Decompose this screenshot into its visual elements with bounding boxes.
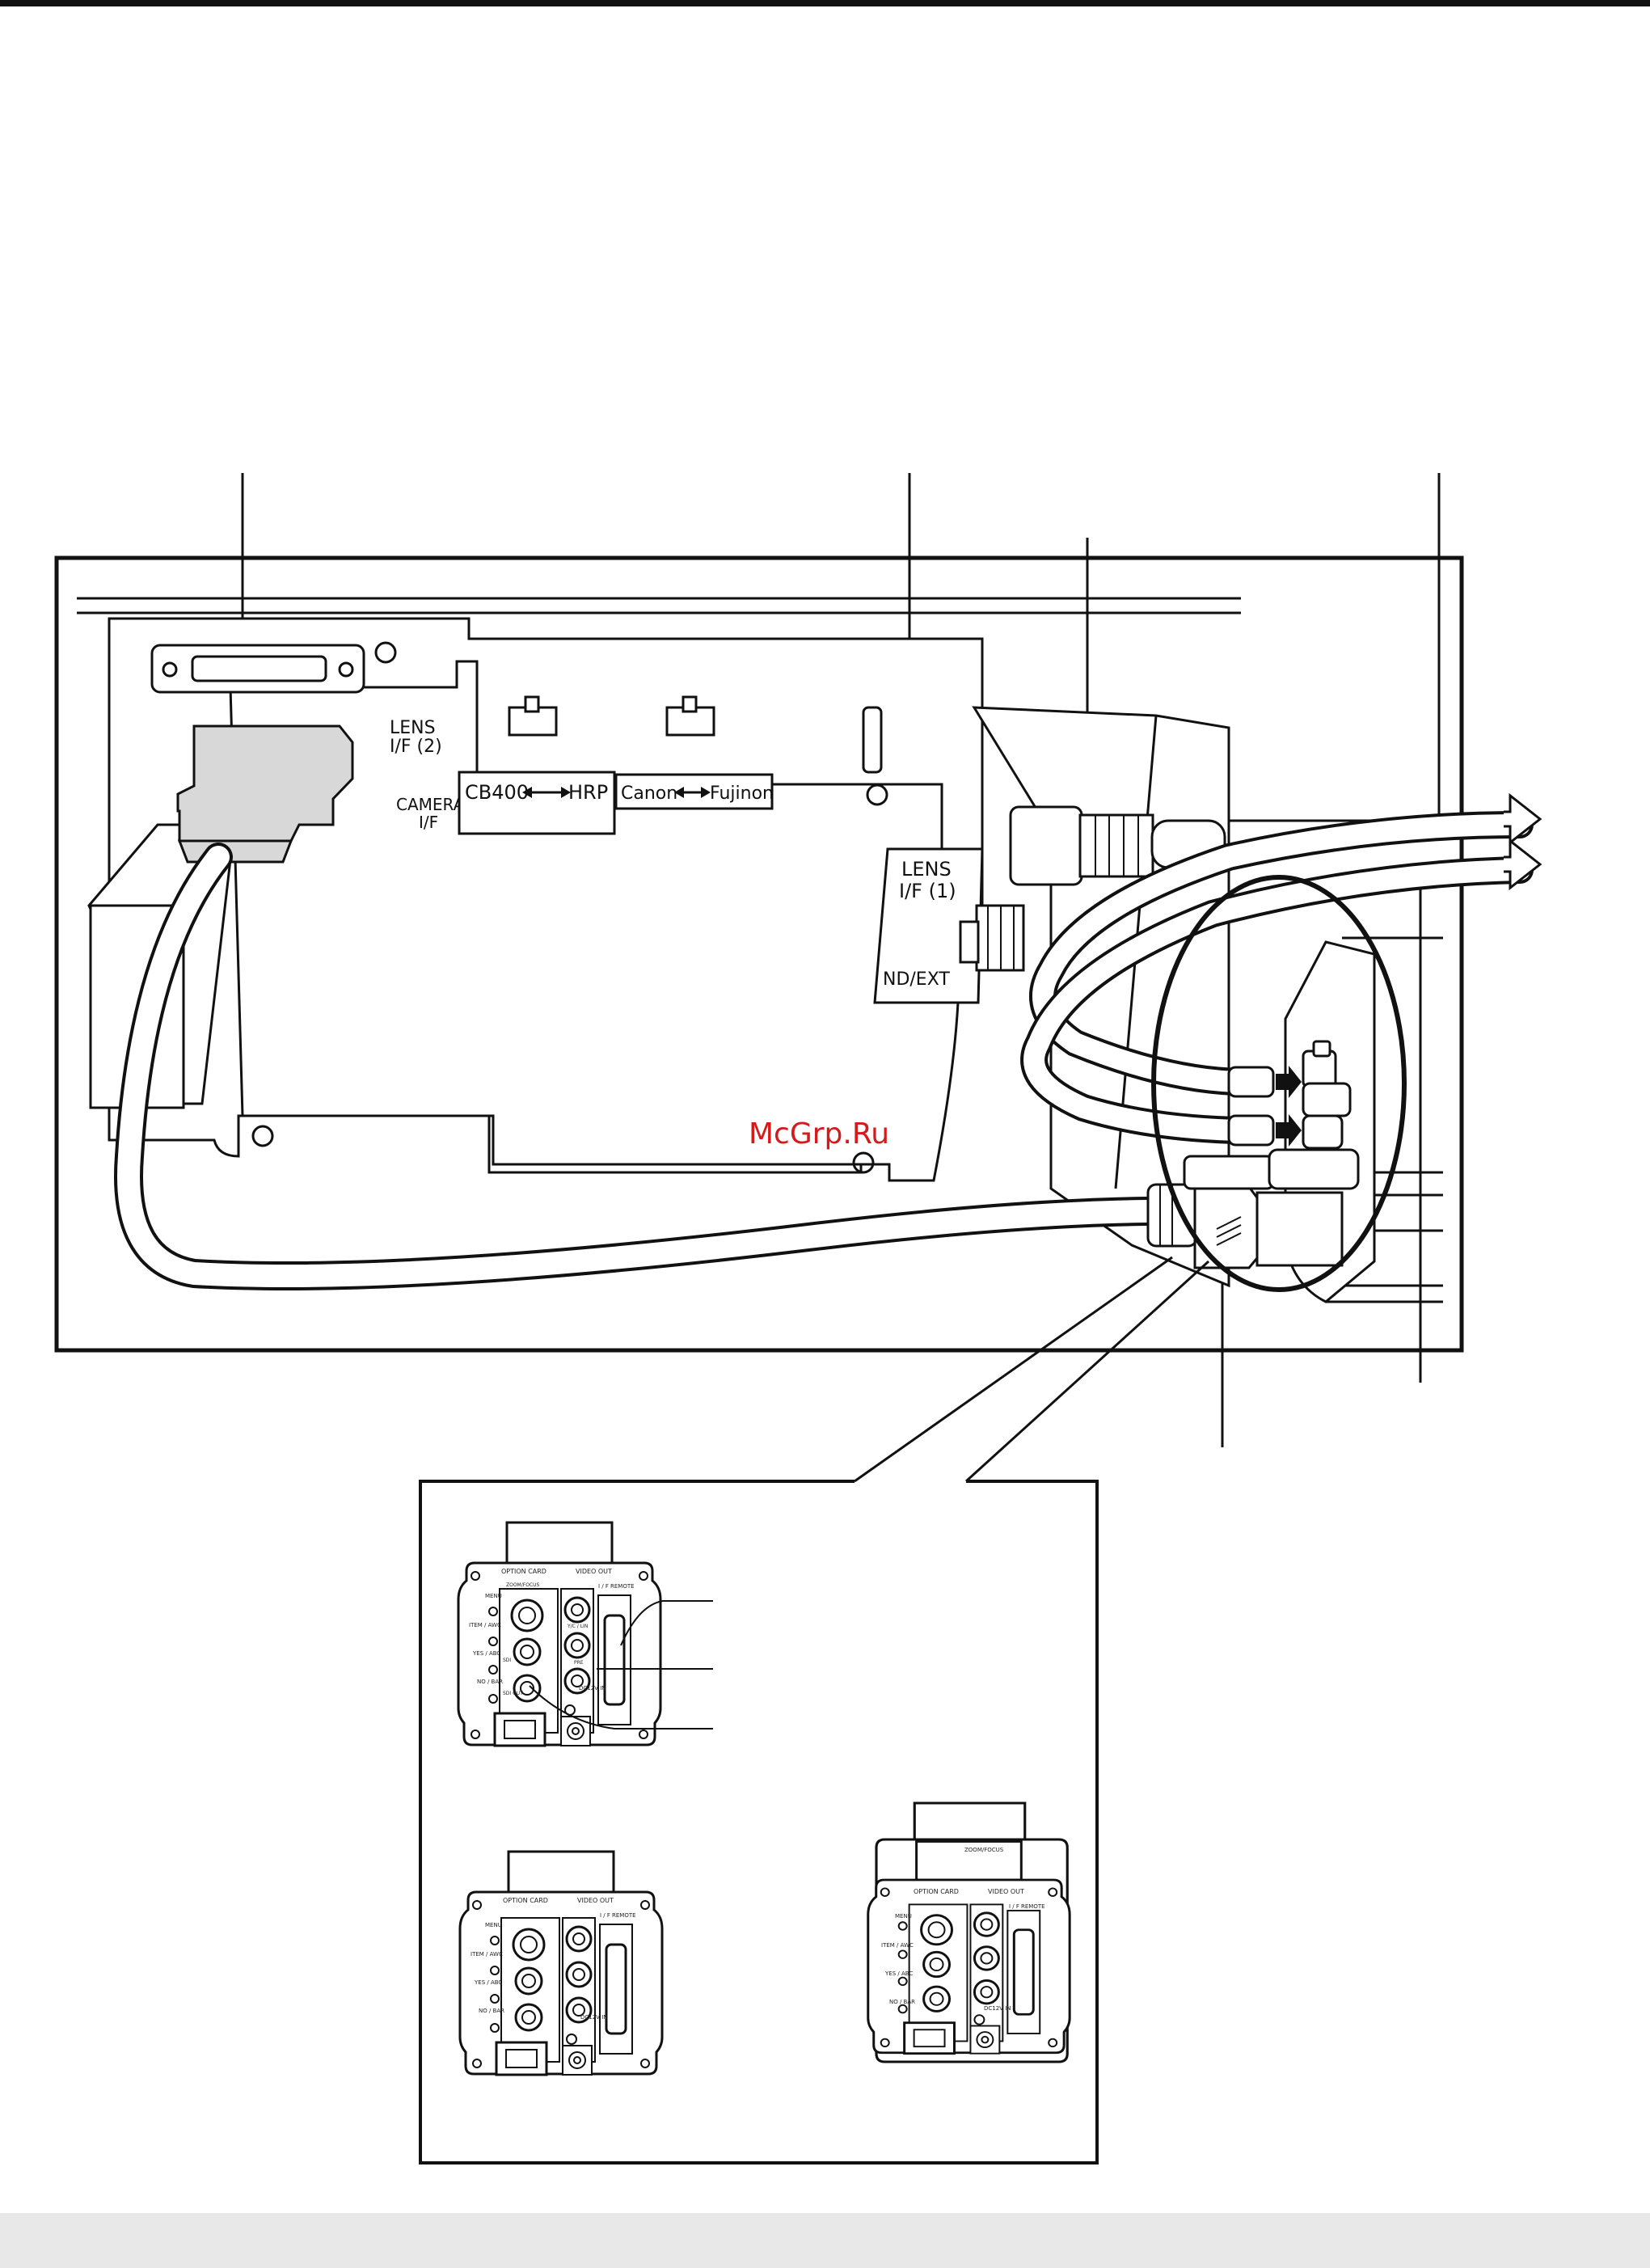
cam3-option-card: OPTION CARD <box>914 1888 959 1895</box>
switch-fujinon-label: Fujinon <box>710 783 774 804</box>
cam3-item-awc: ITEM / AWC <box>881 1942 914 1949</box>
cam2-yes-abc: YES / ABC <box>474 1979 502 1986</box>
cam2-option-card: OPTION CARD <box>503 1897 548 1904</box>
cam3-video-out: VIDEO OUT <box>988 1888 1024 1895</box>
cam2-video-out: VIDEO OUT <box>577 1897 614 1904</box>
detail-highlight-ellipse <box>1151 875 1407 1292</box>
camera-back-view-1 <box>457 1521 662 1747</box>
watermark: McGrp.Ru <box>749 1117 889 1151</box>
cam3-if: I / F <box>1009 1903 1019 1910</box>
main-figure-frame <box>54 555 1464 1353</box>
detail-frame <box>419 1480 1099 2165</box>
switch-cb400-label: CB400 <box>465 781 529 804</box>
switch-canon-label: Canon <box>621 783 677 804</box>
cam1-if: I / F <box>598 1583 609 1590</box>
cam3-menu: MENU <box>895 1913 912 1920</box>
cam1-video-out: VIDEO OUT <box>576 1568 612 1575</box>
cam1-yes-abc: YES / ABC <box>472 1650 500 1657</box>
cam1-dc-in: DC12V IN <box>579 1685 606 1691</box>
zoom-line-left <box>854 1256 1173 1483</box>
page-top-rule <box>0 0 1650 6</box>
cam3-yes-abc: YES / ABC <box>884 1970 913 1977</box>
cam1-item-awc: ITEM / AWC <box>469 1622 501 1628</box>
cam1-zoom-focus: ZOOM/FOCUS <box>506 1582 540 1588</box>
cam2-remote: REMOTE <box>612 1912 636 1919</box>
cam1-yc-lin: Y/C / LIN <box>567 1624 588 1629</box>
camera-back-view-2 <box>458 1850 664 2076</box>
cam2-item-awc: ITEM / AWC <box>471 1951 503 1958</box>
lens-if2-label-sub: I/F (2) <box>390 737 442 757</box>
lens-if2-label: LENS <box>390 718 436 738</box>
switch-label-box-cb <box>458 771 616 835</box>
zoom-line-right <box>964 1260 1210 1483</box>
pcb-board <box>229 660 960 1182</box>
lens-if1-label: LENS <box>901 858 952 881</box>
camera-if-label: CAMERA <box>396 795 465 814</box>
cam1-menu: MENU <box>485 1593 502 1599</box>
bnc-arrow-1 <box>1276 1066 1302 1098</box>
camera-if-connector <box>176 724 354 843</box>
bnc-arrow-2 <box>1276 1114 1302 1147</box>
cam1-sdi: SDI <box>503 1658 511 1663</box>
cam1-option-card: OPTION CARD <box>501 1568 546 1575</box>
switch-hrp-label: HRP <box>568 781 608 804</box>
cam1-sdi-out: SDI OUT <box>503 1691 523 1696</box>
cam3-no-bar: NO / BAR <box>889 1999 915 2005</box>
cam2-if: I / F <box>600 1912 610 1919</box>
cam2-no-bar: NO / BAR <box>479 2008 504 2014</box>
cam3-remote: REMOTE <box>1021 1903 1045 1910</box>
cam3-dc-in: DC12V IN <box>984 2005 1011 2012</box>
cam2-dc-in: DC12V IN <box>580 2014 608 2021</box>
camera-if-label-sub: I/F <box>419 813 438 832</box>
lens-if1-label-sub: I/F (1) <box>899 880 956 902</box>
page-footer-band <box>0 2213 1650 2268</box>
cam1-remote: REMOTE <box>610 1583 635 1590</box>
cam1-pre: PRE <box>574 1660 584 1666</box>
cam3-zoom-focus: ZOOM/FOCUS <box>964 1847 1004 1853</box>
cam1-no-bar: NO / BAR <box>477 1679 503 1685</box>
camera-back-view-3 <box>867 1801 1071 2063</box>
cam2-menu: MENU <box>485 1922 502 1928</box>
nd-ext-label: ND/EXT <box>883 969 950 990</box>
